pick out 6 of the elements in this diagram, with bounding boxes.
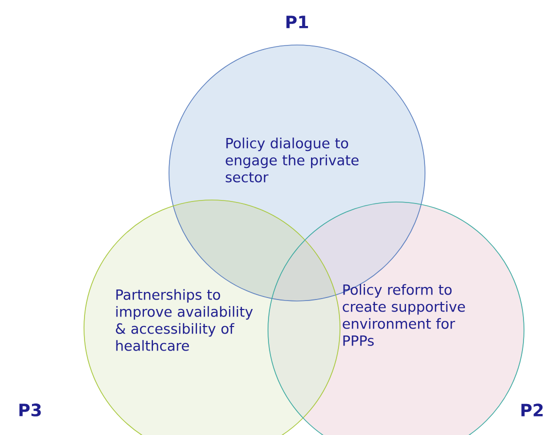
set-label: P1 xyxy=(286,16,308,28)
set-label: P3 xyxy=(19,404,41,416)
circle-text: Policy dialogue to engage the private sector xyxy=(226,138,359,182)
circle-text: Policy reform to create supportive environment for PPPs xyxy=(342,284,465,346)
circle-text: Partnerships to improve availability & accessibility of healthcare xyxy=(116,289,253,351)
set-label: P2 xyxy=(521,404,543,416)
